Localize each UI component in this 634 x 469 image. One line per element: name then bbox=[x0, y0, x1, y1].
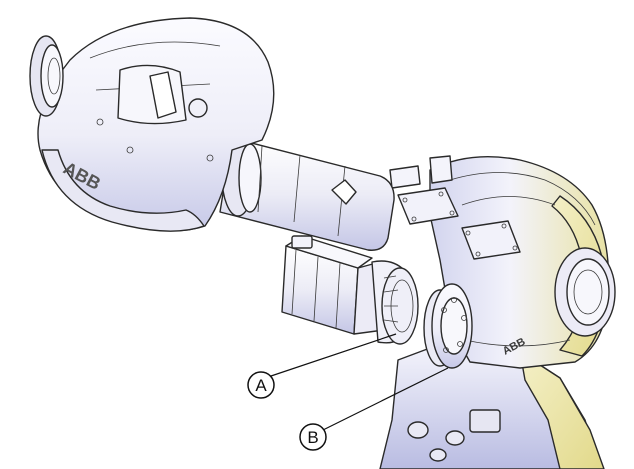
cable-bracket bbox=[389, 155, 453, 189]
motor bbox=[281, 235, 385, 335]
callout-a-label: A bbox=[255, 376, 267, 395]
callout-b-label: B bbox=[307, 428, 318, 447]
lower-arm-housing bbox=[379, 347, 605, 469]
forearm-tube bbox=[219, 135, 395, 251]
callout-b-leader bbox=[322, 367, 449, 431]
wrist-housing: ABB bbox=[37, 17, 275, 232]
callout-a-circle bbox=[247, 371, 275, 399]
cover-plate-1 bbox=[397, 187, 459, 225]
cover-plate-2 bbox=[461, 220, 521, 260]
gear-flange-b bbox=[423, 283, 473, 369]
callout-b-circle bbox=[299, 423, 327, 451]
callout-a-leader bbox=[270, 333, 397, 377]
callout-b: B bbox=[299, 367, 449, 451]
gear-unit-a bbox=[371, 260, 419, 345]
arm-side-cover bbox=[554, 247, 616, 337]
tool-flange bbox=[29, 35, 64, 117]
callout-a: A bbox=[247, 333, 397, 399]
